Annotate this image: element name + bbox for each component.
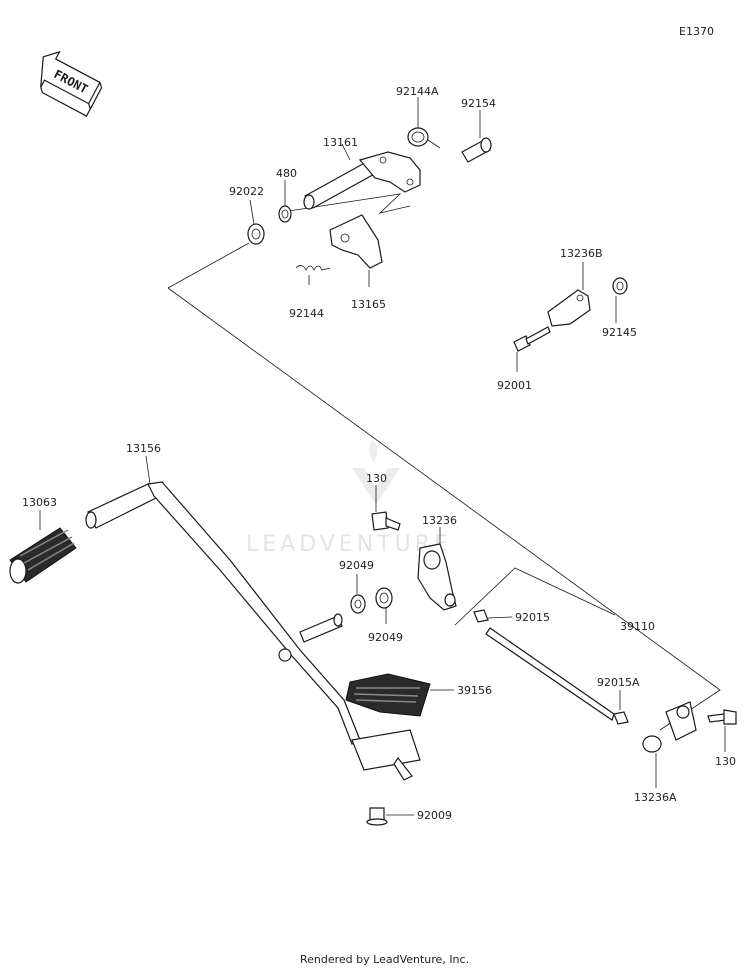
bolt-130-upper	[371, 511, 401, 531]
label-92015A: 92015A	[597, 676, 640, 689]
watermark: LEADVENTURE	[246, 440, 452, 557]
label-92049-lower: 92049	[368, 631, 403, 644]
circlip-480	[278, 205, 292, 223]
bolt-92001	[513, 326, 551, 352]
label-130-upper: 130	[366, 472, 387, 485]
label-130-right: 130	[715, 755, 736, 768]
label-13236: 13236	[422, 514, 457, 527]
label-13156: 13156	[126, 442, 161, 455]
brake-pad-39156	[345, 673, 431, 717]
pin-92154	[461, 137, 492, 163]
group-lines	[167, 193, 721, 731]
label-92144A: 92144A	[396, 85, 439, 98]
label-92015: 92015	[515, 611, 550, 624]
pivot-shaft	[299, 613, 343, 643]
label-480: 480	[276, 167, 297, 180]
nut-92015	[473, 609, 489, 623]
rod-39110	[485, 627, 615, 721]
spring-92145	[612, 277, 628, 295]
spring-92144A	[407, 127, 441, 149]
label-92145: 92145	[602, 326, 637, 339]
washer-92022	[247, 223, 265, 245]
label-13063: 13063	[22, 496, 57, 509]
bolt-130-right	[707, 709, 737, 725]
shift-pedal-13156	[85, 481, 421, 781]
nut-92015A	[613, 711, 629, 725]
label-92144: 92144	[289, 307, 324, 320]
pedal-rubber-13063	[9, 527, 77, 584]
label-39110: 39110	[620, 620, 655, 633]
shift-shaft-13161	[303, 151, 421, 210]
watermark-text: LEADVENTURE	[246, 532, 452, 557]
joint-13236A	[642, 701, 697, 753]
footer-credit: Rendered by LeadVenture, Inc.	[300, 953, 469, 966]
leader-lines	[39, 97, 726, 816]
label-92022: 92022	[229, 185, 264, 198]
bolt-92009	[366, 807, 388, 826]
lever-13236B	[547, 289, 591, 327]
part-labels: 92144A 92154 13161 480 92022 92144 13165…	[22, 85, 736, 822]
label-13161: 13161	[323, 136, 358, 149]
front-arrow-icon: FRONT	[40, 50, 103, 117]
washer-92049-b	[375, 587, 393, 609]
label-39156: 39156	[457, 684, 492, 697]
plate-13165	[329, 214, 383, 269]
label-92001: 92001	[497, 379, 532, 392]
washer-92049-a	[350, 594, 366, 614]
spring-92144	[295, 265, 331, 271]
label-92049-upper: 92049	[339, 559, 374, 572]
label-13236A: 13236A	[634, 791, 677, 804]
label-92009: 92009	[417, 809, 452, 822]
label-92154: 92154	[461, 97, 496, 110]
label-13236B: 13236B	[560, 247, 603, 260]
lever-13236	[417, 543, 457, 611]
diagram-code: E1370	[679, 25, 714, 38]
label-13165: 13165	[351, 298, 386, 311]
